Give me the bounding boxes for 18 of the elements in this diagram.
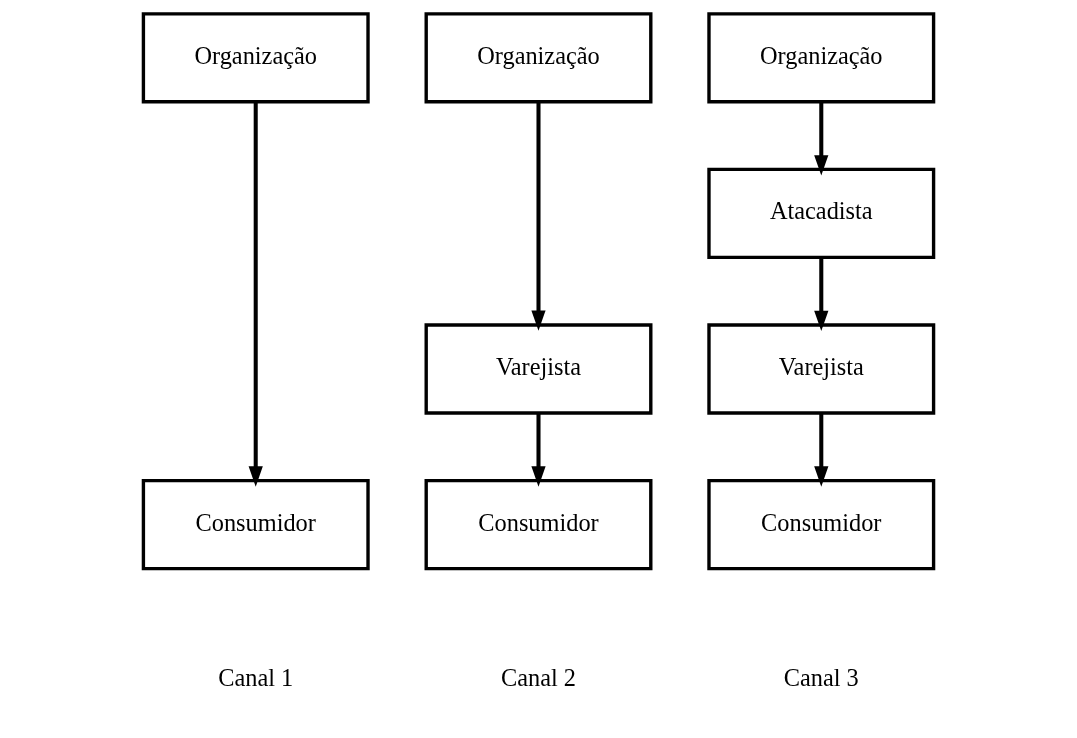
node-box: Consumidor — [424, 478, 653, 571]
arrow — [531, 102, 546, 331]
node-box: Consumidor — [707, 478, 936, 571]
arrow — [814, 257, 829, 332]
node-box: Varejista — [424, 323, 653, 415]
label: Canal 1 — [218, 664, 294, 692]
arrow — [531, 413, 546, 487]
label: Canal 2 — [500, 664, 577, 692]
node-box: Organização — [424, 12, 653, 104]
arrow — [814, 413, 829, 487]
arrow — [248, 102, 263, 487]
node-box: Organização — [141, 12, 370, 104]
node-box: Atacadista — [707, 167, 936, 260]
arrow — [814, 102, 829, 176]
node-box: Organização — [707, 12, 936, 104]
label: Canal 3 — [783, 664, 859, 692]
node-box: Consumidor — [141, 478, 370, 571]
node-box: Varejista — [707, 323, 936, 415]
